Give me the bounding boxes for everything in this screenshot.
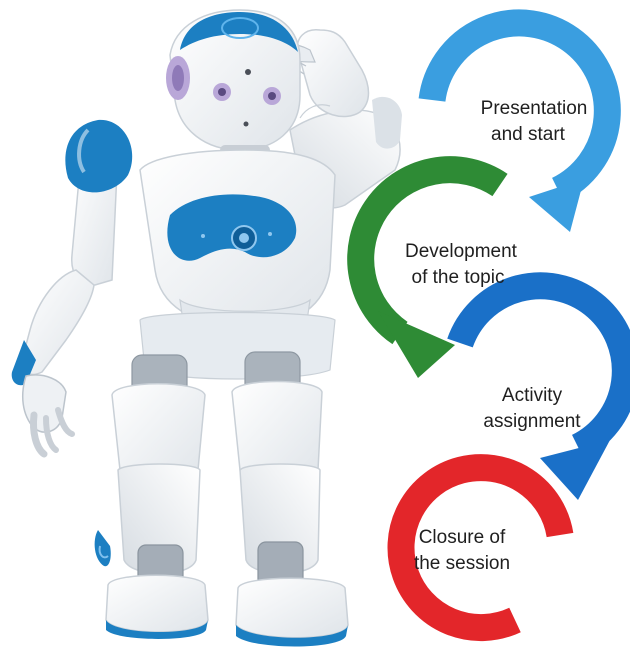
step-2-arrow (347, 156, 508, 378)
robot-left-foot (105, 574, 209, 633)
step-3-arrow (447, 272, 630, 500)
step-3-arc (447, 272, 630, 460)
robot-left-leg (94, 354, 209, 639)
step-4-arrow (387, 454, 574, 642)
step-4-label-line-1: Closure of (419, 527, 506, 548)
step-3-arrowhead (540, 440, 610, 500)
robot-head (166, 9, 301, 151)
step-4-label-line-2: the session (414, 553, 510, 574)
step-2-arc (347, 156, 508, 345)
step-3-label-line-1: Activity (502, 385, 563, 406)
step-2-label-line-2: of the topic (412, 267, 505, 288)
step-4-arc (387, 454, 574, 642)
step-1-arrow (418, 9, 621, 232)
step-1-arc (418, 9, 621, 203)
step-labels: Presentation and start Development of th… (405, 98, 587, 574)
robot-head-cap (180, 12, 298, 52)
robot-shoulder-pad (65, 119, 133, 193)
step-1-label-line-1: Presentation (481, 98, 588, 119)
step-3-label-line-2: assignment (483, 411, 581, 432)
robot-right-foot (235, 577, 349, 639)
step-1-arrowhead (529, 179, 584, 232)
step-2-label-line-1: Development (405, 241, 518, 262)
step-2-arrowhead (378, 311, 455, 378)
robot-left-hand (21, 374, 75, 458)
cycle-arrows (347, 9, 630, 642)
robot-illustration (11, 9, 402, 647)
robot-right-leg (231, 351, 349, 647)
robot-left-arm (11, 119, 133, 458)
step-1-label-line-2: and start (491, 124, 566, 145)
robot-chest-panel (167, 194, 297, 261)
